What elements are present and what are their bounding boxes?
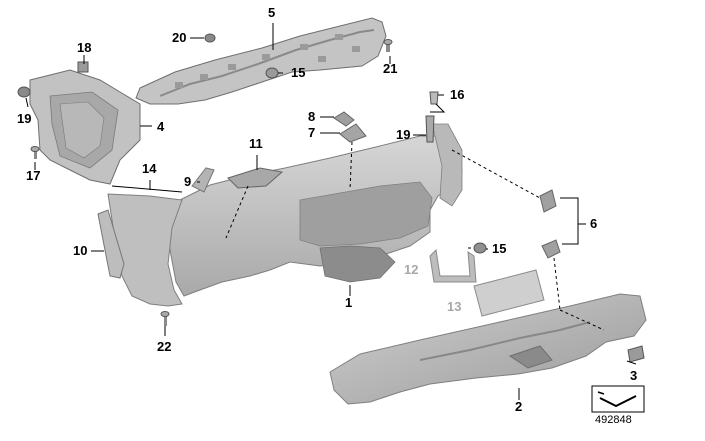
clip-16 xyxy=(429,91,439,105)
callout-7: 7 xyxy=(308,125,316,140)
callout-5: 5 xyxy=(268,5,276,20)
callout-4: 4 xyxy=(157,119,165,134)
callout-16: 16 xyxy=(450,87,465,102)
callout-12: 12 xyxy=(404,262,419,277)
dashed-leaders xyxy=(225,141,605,331)
reference-icon-box xyxy=(591,385,645,413)
nut-15-lower xyxy=(473,242,487,254)
callout-17: 17 xyxy=(26,168,41,183)
callout-9: 9 xyxy=(184,174,192,189)
trim-9 xyxy=(191,167,215,193)
reference-number: 492848 xyxy=(595,414,632,426)
callout-3: 3 xyxy=(630,368,638,383)
nut-19-right xyxy=(425,115,435,143)
bracket-7 xyxy=(339,123,367,143)
callout-11: 11 xyxy=(249,136,263,151)
clip-18 xyxy=(77,61,89,73)
callout-18: 18 xyxy=(77,40,92,55)
callout-21: 21 xyxy=(383,61,398,76)
callout-15-upper: 15 xyxy=(291,65,306,80)
bracket-6-upper xyxy=(539,189,557,213)
leader-lines xyxy=(25,23,637,400)
clip-20 xyxy=(204,33,216,43)
nut-15-upper xyxy=(265,67,279,79)
callout-15-lower: 15 xyxy=(492,241,507,256)
diffuser-part xyxy=(329,293,647,405)
screw-21 xyxy=(383,39,393,52)
rear-bumper-panel-part xyxy=(167,123,463,297)
callout-22: 22 xyxy=(157,339,172,354)
plate-base-13 xyxy=(473,269,545,317)
callout-19-right: 19 xyxy=(396,127,411,142)
callout-13: 13 xyxy=(447,299,462,314)
callout-19-left: 19 xyxy=(17,111,32,126)
nut-19-left xyxy=(17,86,31,98)
side-bracket-part xyxy=(29,69,141,185)
sensor-3 xyxy=(627,345,645,363)
callout-10: 10 xyxy=(73,243,88,258)
screw-22 xyxy=(160,311,170,326)
trim-10 xyxy=(97,209,125,279)
reflector-11 xyxy=(227,167,284,189)
side-panel-part xyxy=(107,185,183,307)
callout-2: 2 xyxy=(515,399,523,414)
callout-6: 6 xyxy=(590,216,598,231)
carrier-bracket-part xyxy=(135,17,387,105)
bracket-6-lower xyxy=(541,239,561,259)
callout-20: 20 xyxy=(172,30,187,45)
callout-1: 1 xyxy=(345,295,353,310)
callout-14: 14 xyxy=(142,161,157,176)
bracket-12 xyxy=(429,248,477,283)
bracket-8 xyxy=(333,111,355,127)
callout-8: 8 xyxy=(308,109,316,124)
screw-17 xyxy=(30,146,40,159)
